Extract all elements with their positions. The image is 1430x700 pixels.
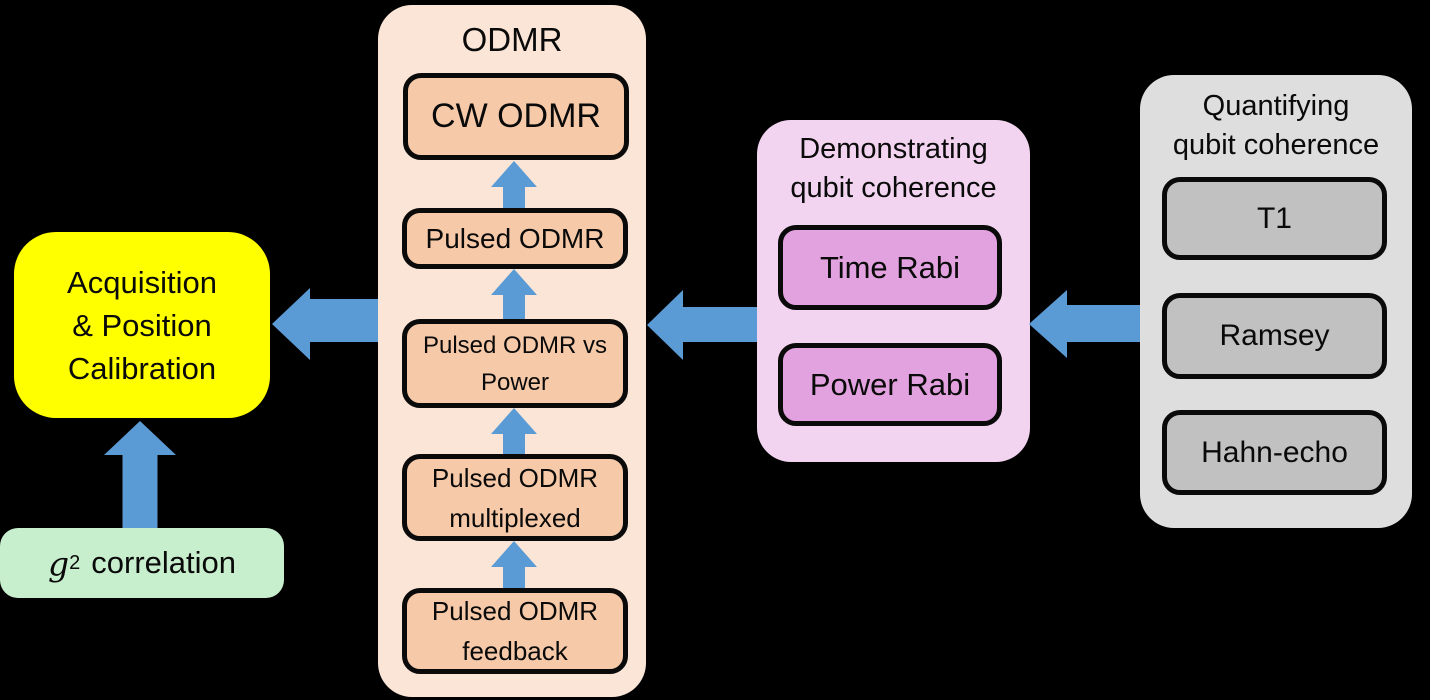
power-rabi-label: Power Rabi [809, 366, 971, 402]
arrow-up-icon [491, 161, 537, 208]
time-rabi-node: Time Rabi [778, 225, 1002, 310]
odmr-group-title: ODMR [461, 21, 563, 58]
arrow-up-icon [491, 541, 537, 588]
ramsey-label: Ramsey [1219, 319, 1330, 352]
g2-base: g [48, 543, 70, 583]
odmr-step-label-line2: multiplexed [449, 502, 581, 533]
arrow-up-icon [491, 408, 537, 454]
t1-node: T1 [1162, 177, 1387, 260]
odmr-step-pulsed-odmr-multiplexed: Pulsed ODMR multiplexed [402, 454, 628, 541]
quantifying-title-line1: Quantifying [1202, 90, 1350, 122]
arrow-left-quantifying-to-demonstrating-icon [1029, 290, 1140, 358]
acquisition-label-line1: Acquisition [67, 264, 217, 300]
arrow-up-icon [491, 269, 537, 319]
odmr-step-pulsed-odmr-feedback: Pulsed ODMR feedback [402, 588, 628, 674]
quantifying-group-title: Quantifying qubit coherence [1140, 87, 1412, 165]
odmr-step-label-line2: Power [480, 368, 550, 396]
hahn-echo-node: Hahn-echo [1162, 410, 1387, 495]
acquisition-label-line2: & Position [72, 307, 212, 343]
odmr-step-label: Pulsed ODMR [425, 222, 605, 254]
odmr-step-label-line1: Pulsed ODMR [431, 462, 599, 493]
odmr-step-pulsed-odmr: Pulsed ODMR [402, 208, 628, 269]
g2-exponent: 2 [69, 551, 81, 574]
demonstrating-title-line1: Demonstrating [799, 133, 988, 165]
acquisition-calibration-node: Acquisition & Position Calibration [14, 232, 270, 418]
ramsey-node: Ramsey [1162, 293, 1387, 379]
arrow-left-demonstrating-to-odmr-icon [647, 290, 757, 360]
odmr-step-cw-odmr: CW ODMR [403, 73, 629, 160]
demonstrating-title-line2: qubit coherence [790, 172, 997, 204]
t1-label: T1 [1256, 201, 1292, 235]
odmr-step-pulsed-odmr-vs-power: Pulsed ODMR vs Power [402, 319, 628, 408]
odmr-step-label-line1: Pulsed ODMR vs [422, 331, 608, 359]
quantifying-title-line2: qubit coherence [1172, 129, 1380, 161]
arrow-up-g2-to-acquisition-icon [104, 421, 176, 528]
power-rabi-node: Power Rabi [778, 343, 1002, 426]
hahn-echo-label: Hahn-echo [1201, 435, 1348, 469]
time-rabi-label: Time Rabi [819, 249, 961, 285]
acquisition-label-line3: Calibration [67, 350, 217, 386]
arrow-left-odmr-to-acquisition-icon [272, 288, 378, 360]
odmr-step-label-line1: Pulsed ODMR [431, 596, 599, 626]
g2-label: correlation [91, 545, 236, 580]
odmr-step-label-line2: feedback [462, 636, 568, 666]
demonstrating-group-title: Demonstrating qubit coherence [757, 130, 1030, 208]
odmr-step-label: CW ODMR [431, 97, 601, 135]
